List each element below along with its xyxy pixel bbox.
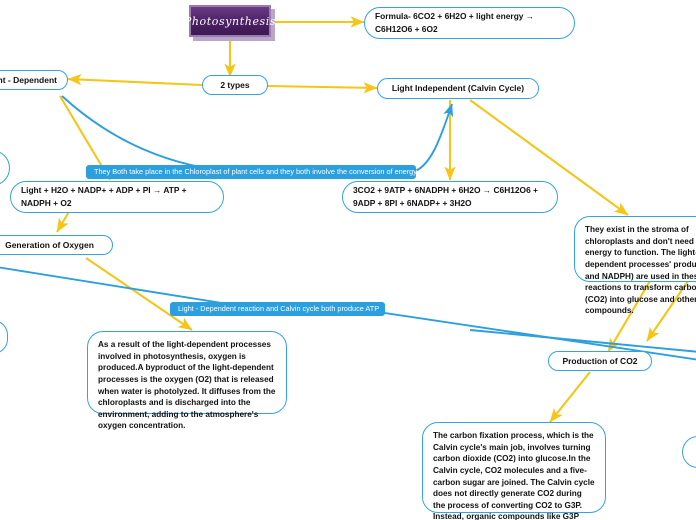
relationship-label-both-chloroplast-text: They Both take place in the Chloroplast … xyxy=(94,167,419,177)
node-formula-label: Formula- 6CO2 + 6H2O + light energy → C6… xyxy=(375,11,535,34)
node-light-dependent-equation-label: Light + H2O + NADP+ + ADP + PI → ATP + N… xyxy=(21,185,187,208)
node-production-of-co2[interactable]: Production of CO2 xyxy=(548,351,652,371)
node-stroma-note[interactable]: They exist in the stroma of chloroplasts… xyxy=(574,216,696,315)
node-carbon-fixation-note[interactable]: The carbon fixation process, which is th… xyxy=(422,422,606,520)
node-formula[interactable]: Formula- 6CO2 + 6H2O + light energy → C6… xyxy=(364,7,575,39)
node-light-dependent[interactable]: Light - Dependent xyxy=(0,70,68,90)
node-light-independent-label: Light Independent (Calvin Cycle) xyxy=(391,83,525,94)
node-two-types-label: 2 types xyxy=(220,79,250,90)
node-generation-of-oxygen[interactable]: Generation of Oxygen xyxy=(0,235,113,255)
node-partial-left-lower[interactable] xyxy=(0,320,8,354)
node-light-independent[interactable]: Light Independent (Calvin Cycle) xyxy=(377,78,539,99)
node-oxygen-note-label: As a result of the light-dependent proce… xyxy=(98,340,276,431)
edge-production-of-co2-line xyxy=(469,329,696,353)
node-two-types[interactable]: 2 types xyxy=(202,75,268,95)
node-stroma-note-label: They exist in the stroma of chloroplasts… xyxy=(585,225,696,316)
node-calvin-equation[interactable]: 3CO2 + 9ATP + 6NADPH + 6H2O → C6H12O6 + … xyxy=(342,181,558,213)
node-production-of-co2-label: Production of CO2 xyxy=(562,355,638,366)
root-node-photosynthesis[interactable]: Photosynthesis xyxy=(184,5,276,37)
node-light-dependent-label: Light - Dependent xyxy=(0,74,57,85)
edge-light-dependent-to-shared-label xyxy=(61,95,241,173)
relationship-label-both-produce-atp[interactable]: Light - Dependent reaction and Calvin cy… xyxy=(170,302,385,316)
edge-two-types-to-light-independent xyxy=(266,82,378,94)
edge-production-of-co2-to-carbon-fixation-note xyxy=(549,371,591,423)
node-generation-of-oxygen-label: Generation of Oxygen xyxy=(5,239,94,250)
edge-two-types-to-light-dependent xyxy=(67,73,203,87)
edge-generation-of-oxygen-to-oxygen-note xyxy=(85,257,193,331)
node-carbon-fixation-note-label: The carbon fixation process, which is th… xyxy=(433,431,595,520)
node-partial-right-lower[interactable] xyxy=(682,436,696,468)
node-light-dependent-equation[interactable]: Light + H2O + NADP+ + ADP + PI → ATP + N… xyxy=(10,181,224,213)
root-node-label: Photosynthesis xyxy=(183,14,277,28)
relationship-label-both-produce-atp-text: Light - Dependent reaction and Calvin cy… xyxy=(178,304,380,314)
node-calvin-equation-label: 3CO2 + 9ATP + 6NADPH + 6H2O → C6H12O6 + … xyxy=(353,185,538,208)
edge-shared-label-to-light-independent xyxy=(411,103,454,173)
relationship-label-both-chloroplast[interactable]: They Both take place in the Chloroplast … xyxy=(86,165,419,179)
node-partial-left-upper[interactable] xyxy=(0,150,10,186)
node-oxygen-note[interactable]: As a result of the light-dependent proce… xyxy=(87,331,287,430)
